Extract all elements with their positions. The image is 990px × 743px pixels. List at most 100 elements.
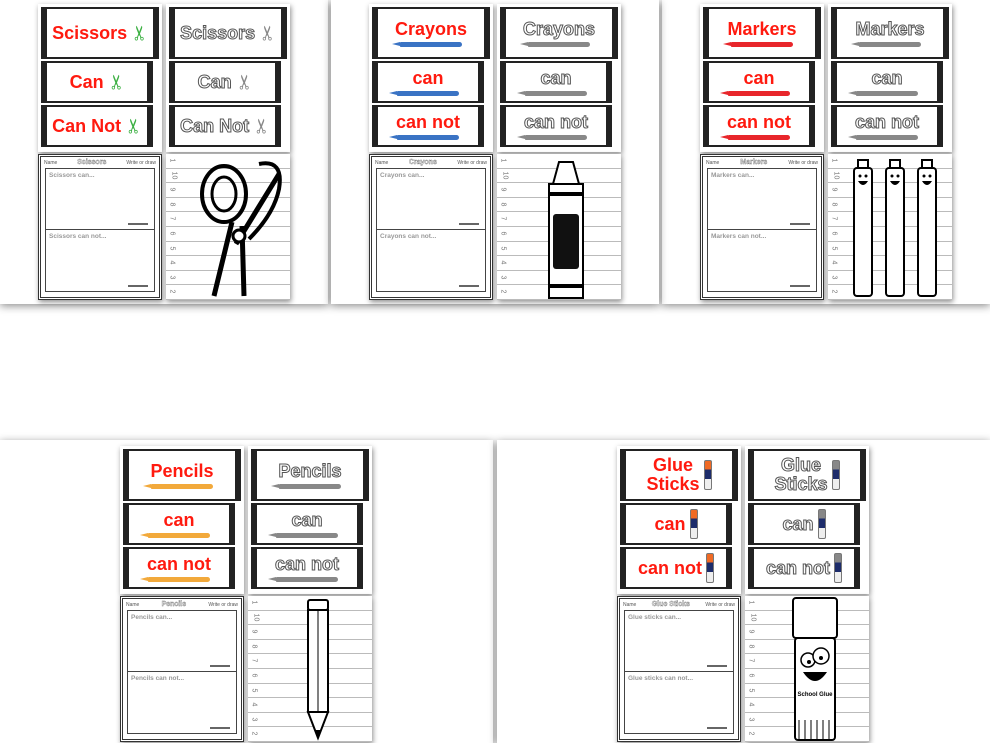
label-text: Glue Sticks — [646, 455, 700, 494]
scissors-icon: ✂ — [104, 73, 129, 91]
name-label: Name — [126, 601, 140, 608]
strip-number: 3 — [250, 717, 258, 722]
can-label: can — [372, 61, 484, 103]
label-text: Crayons — [394, 18, 468, 39]
can-not-label: Can Not✂ — [41, 105, 153, 147]
title-label: Crayons — [372, 7, 490, 59]
color-label-card: Markers can can not — [700, 4, 824, 152]
can-box: Pencils can... — [127, 610, 237, 672]
label-text: Can Not — [180, 115, 250, 136]
worksheet-title: Scissors — [77, 159, 107, 166]
can-not-box: Markers can not... — [707, 230, 817, 292]
title-label: Markers — [703, 7, 821, 59]
scissors-icon: ✂ — [249, 117, 274, 135]
strip-number: 4 — [830, 260, 838, 265]
instruction: Write or draw — [208, 601, 238, 608]
markers-picture — [853, 159, 937, 297]
can-not-prompt: Crayons can not... — [380, 233, 437, 240]
can-not-label: can not — [500, 105, 612, 147]
instruction: Write or draw — [457, 159, 487, 166]
strip-row: 5 — [166, 242, 290, 257]
can-label: can — [831, 61, 943, 103]
crayon-icon — [389, 134, 459, 140]
strip-row: 10 — [166, 169, 290, 184]
worksheet-title: Crayons — [408, 159, 437, 166]
strip-number: 7 — [250, 658, 258, 663]
can-not-box: Pencils can not... — [127, 672, 237, 734]
strip-number: 10 — [832, 171, 840, 179]
marker-icon — [851, 41, 921, 47]
scissors-icon: ✂ — [232, 73, 257, 91]
scissors-icon — [128, 285, 148, 287]
can-box: Crayons can... — [376, 168, 486, 230]
strip-number: 8 — [747, 644, 755, 649]
title-label: Pencils — [251, 449, 369, 501]
label-text: can not — [274, 553, 339, 574]
strip-number: 1 — [747, 600, 755, 605]
label-text: Pencils — [150, 460, 214, 481]
can-label: Can✂ — [169, 61, 281, 103]
can-not-box: Glue sticks can not... — [624, 672, 734, 734]
gluesticks-picture: School Glue — [792, 597, 838, 741]
can-prompt: Markers can... — [711, 172, 755, 179]
can-prompt: Scissors can... — [49, 172, 95, 179]
can-not-prompt: Pencils can not... — [131, 675, 185, 682]
strip-number: 6 — [250, 673, 258, 678]
strip-row: 9 — [166, 183, 290, 198]
label-text: can — [871, 67, 903, 88]
strip-number: 9 — [747, 629, 755, 634]
label-text: can not — [395, 111, 460, 132]
label-text: can — [291, 509, 323, 530]
outline-label-card: Pencils can can not — [248, 446, 372, 594]
name-label: Name — [44, 159, 58, 166]
can-not-label: Can Not✂ — [169, 105, 281, 147]
strip-number: 2 — [250, 731, 258, 736]
strip-number: 10 — [749, 613, 757, 621]
strip-number: 10 — [170, 171, 178, 179]
strip-number: 7 — [830, 216, 838, 221]
glue-stick-icon — [707, 727, 727, 729]
glue-stick-icon — [706, 553, 714, 583]
strip-number: 3 — [747, 717, 755, 722]
crayon-icon — [517, 90, 587, 96]
can-prompt: Crayons can... — [380, 172, 425, 179]
strip-number: 7 — [499, 216, 507, 221]
name-label: Name — [623, 601, 637, 608]
scissors-icon: ✂ — [127, 24, 152, 42]
title-label: Glue Sticks — [620, 449, 738, 501]
label-text: can — [782, 513, 814, 534]
pencil-icon — [268, 576, 338, 582]
strip-row: 2 — [248, 727, 372, 742]
can-not-box: Scissors can not... — [45, 230, 155, 292]
crayon-icon — [389, 90, 459, 96]
can-label: can — [500, 61, 612, 103]
pencil-icon — [143, 483, 213, 489]
color-label-card: Scissors✂Can✂Can Not✂ — [38, 4, 162, 152]
strip-number: 9 — [830, 187, 838, 192]
can-not-label: can not — [620, 547, 732, 589]
can-prompt: Glue sticks can... — [628, 614, 682, 621]
label-text: Crayons — [522, 18, 596, 39]
strip-number: 8 — [168, 202, 176, 207]
strip-row: 2 — [497, 285, 621, 300]
worksheet-title: Pencils — [161, 601, 187, 608]
label-text: can — [743, 67, 775, 88]
strip-number: 1 — [250, 600, 258, 605]
can-not-label: can not — [703, 105, 815, 147]
strip-number: 1 — [499, 158, 507, 163]
strip-row: 2 — [828, 285, 952, 300]
can-label: can — [703, 61, 815, 103]
title-label: Pencils — [123, 449, 241, 501]
can-not-prompt: Glue sticks can not... — [628, 675, 694, 682]
marker-icon — [848, 134, 918, 140]
worksheet-title: Glue Sticks — [651, 601, 691, 608]
can-not-box: Crayons can not... — [376, 230, 486, 292]
scissors-icon: ✂ — [255, 24, 280, 42]
strip-number: 2 — [168, 289, 176, 294]
strip-number: 10 — [252, 613, 260, 621]
